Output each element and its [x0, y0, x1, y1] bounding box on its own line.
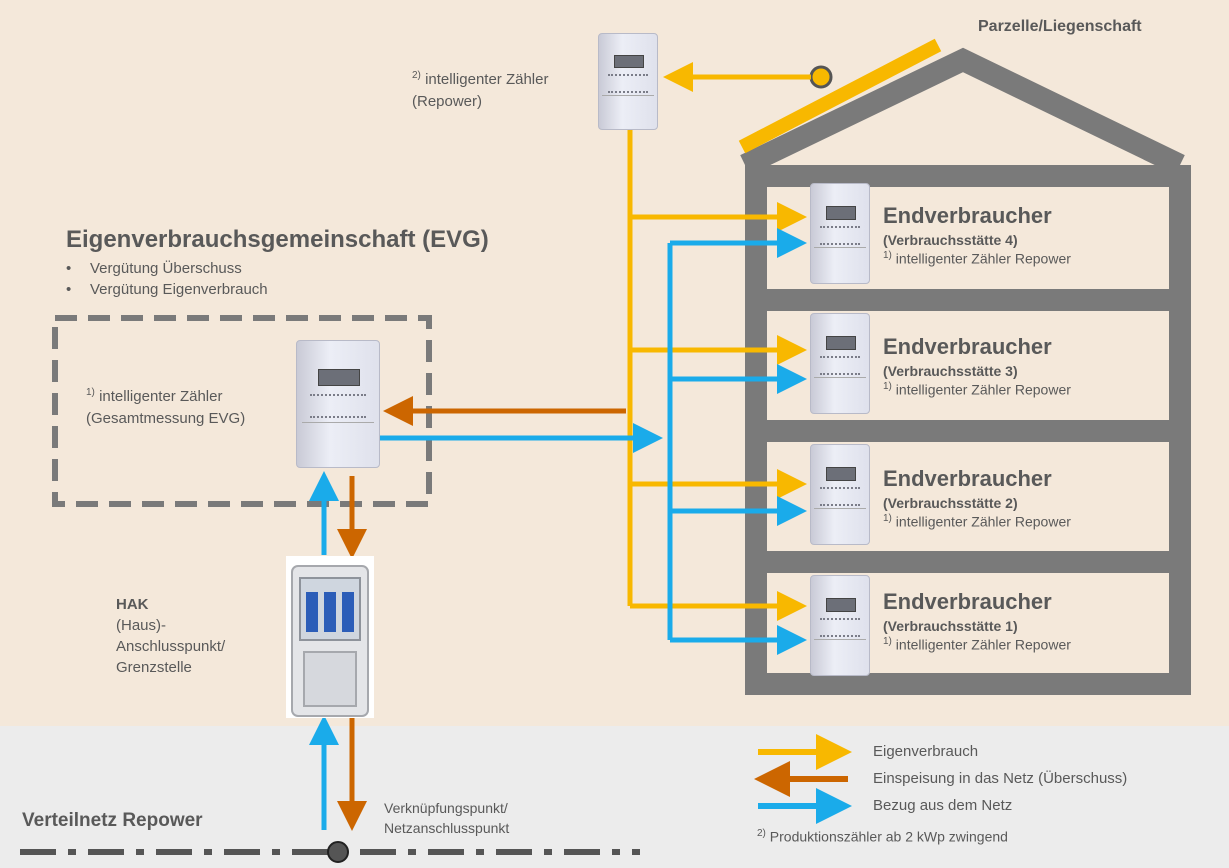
hak-title: HAK [116, 596, 149, 613]
evg-meter-label: 1) intelligenter Zähler (Gesamtmessung E… [86, 382, 245, 430]
consumer-title-2: Endverbraucher [883, 466, 1052, 491]
consumer-meter-4: 1) intelligenter Zähler Repower [883, 250, 1071, 267]
connection-point-line2: Netzanschlusspunkt [384, 820, 510, 836]
evg-bullet-1: Vergütung Überschuss [66, 258, 268, 279]
consumer-footnote-mark-1: 1) [883, 636, 892, 647]
evg-bullet-list: Vergütung Überschuss Vergütung Eigenverb… [66, 258, 268, 300]
consumer-title-4: Endverbraucher [883, 203, 1052, 228]
evg-meter-line1: intelligenter Zähler [99, 388, 223, 405]
house-outline [740, 47, 1191, 695]
solar-meter-image [598, 33, 658, 130]
grid-background [0, 726, 1229, 868]
consumer-title-3: Endverbraucher [883, 334, 1052, 359]
consumer-sub-2: (Verbrauchsstätte 2) [883, 495, 1018, 511]
hak-line1: (Haus)- [116, 617, 167, 634]
evg-title: Eigenverbrauchsgemeinschaft (EVG) [66, 226, 489, 253]
consumer-footnote-mark-2: 1) [883, 513, 892, 524]
consumer-meter-image-2 [810, 444, 870, 545]
solar-connection-dot [809, 65, 833, 89]
solar-panel [738, 38, 942, 154]
connection-point-dot [327, 841, 349, 863]
connection-point-label: Verknüpfungspunkt/ Netzanschlusspunkt [384, 798, 509, 838]
grid-name: Verteilnetz Repower [22, 810, 203, 831]
legend-label-eigenverbrauch: Eigenverbrauch [873, 743, 979, 760]
hak-label: HAK (Haus)- Anschlusspunkt/ Grenzstelle [116, 594, 225, 678]
consumer-title-1: Endverbraucher [883, 589, 1052, 614]
consumer-meter-label-2: intelligenter Zähler Repower [895, 513, 1071, 530]
consumer-sub-4: (Verbrauchsstätte 4) [883, 232, 1018, 248]
hak-box-image [286, 556, 374, 718]
consumer-block-4: Endverbraucher (Verbrauchsstätte 4) 1) i… [883, 203, 1071, 267]
evg-meter-image [296, 340, 380, 468]
legend-label-bezug: Bezug aus dem Netz [873, 797, 1013, 814]
consumer-meter-label-4: intelligenter Zähler Repower [895, 250, 1071, 267]
consumer-meter-2: 1) intelligenter Zähler Repower [883, 513, 1071, 530]
evg-meter-line2: (Gesamtmessung EVG) [86, 410, 246, 427]
consumer-footnote-mark-4: 1) [883, 250, 892, 261]
evg-meter-footnote-mark: 1) [86, 387, 95, 398]
consumer-block-3: Endverbraucher (Verbrauchsstätte 3) 1) i… [883, 334, 1071, 398]
legend-label-einspeisung: Einspeisung in das Netz (Überschuss) [873, 770, 1128, 787]
evg-bullet-2: Vergütung Eigenverbrauch [66, 279, 268, 300]
consumer-meter-image-4 [810, 183, 870, 284]
footnote-text: Produktionszähler ab 2 kWp zwingend [769, 828, 1008, 845]
solar-meter-line2: (Repower) [412, 93, 483, 110]
consumer-sub-1: (Verbrauchsstätte 1) [883, 618, 1018, 634]
hak-line3: Grenzstelle [116, 659, 192, 676]
connection-point-line1: Verknüpfungspunkt/ [384, 800, 508, 816]
property-label: Parzelle/Liegenschaft [978, 18, 1142, 35]
consumer-block-2: Endverbraucher (Verbrauchsstätte 2) 1) i… [883, 466, 1071, 530]
footnote-mark: 2) [757, 828, 766, 839]
solar-meter-line1: intelligenter Zähler [425, 71, 549, 88]
consumer-meter-image-3 [810, 313, 870, 414]
consumer-sub-3: (Verbrauchsstätte 3) [883, 363, 1018, 379]
consumer-block-1: Endverbraucher (Verbrauchsstätte 1) 1) i… [883, 589, 1071, 653]
consumer-meter-1: 1) intelligenter Zähler Repower [883, 636, 1071, 653]
solar-meter-label: 2) intelligenter Zähler (Repower) [412, 65, 548, 113]
solar-meter-footnote-mark: 2) [412, 70, 421, 81]
consumer-meter-label-1: intelligenter Zähler Repower [895, 636, 1071, 653]
consumer-meter-3: 1) intelligenter Zähler Repower [883, 381, 1071, 398]
consumer-meter-image-1 [810, 575, 870, 676]
hak-line2: Anschlusspunkt/ [116, 638, 226, 655]
consumer-meter-label-3: intelligenter Zähler Repower [895, 381, 1071, 398]
footnote: 2) Produktionszähler ab 2 kWp zwingend [757, 828, 1008, 845]
consumer-footnote-mark-3: 1) [883, 381, 892, 392]
